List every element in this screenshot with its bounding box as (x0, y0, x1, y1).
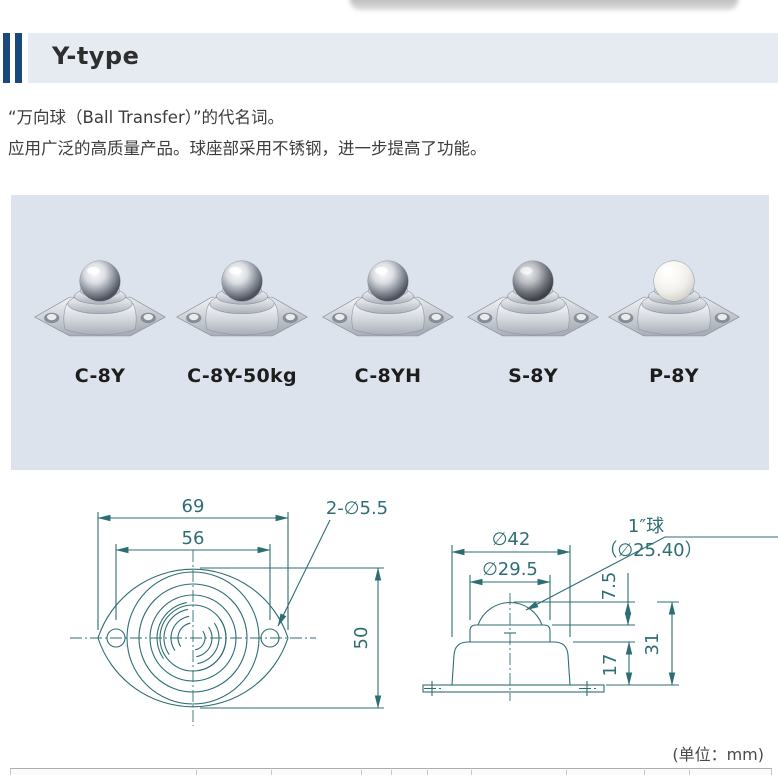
intro-line-1: “万向球（Ball Transfer）”的代名词。 (8, 108, 285, 127)
top-view-drawing: 69 56 2-∅5.5 50 (70, 496, 388, 726)
product-item: C-8Y (29, 247, 171, 387)
dim-dia-outer: ∅42 (492, 529, 531, 550)
ball-transfer-illustration (467, 260, 599, 337)
product-model-label: C-8YH (354, 365, 422, 387)
product-model-label: C-8Y-50kg (187, 365, 297, 387)
ball-transfer-unit-image (462, 247, 604, 357)
dim-height: 50 (351, 627, 372, 650)
dim-total-height: 31 (642, 633, 663, 656)
dim-protrusion: 7.5 (599, 572, 620, 601)
page-title: Y-type (52, 42, 140, 70)
table-column-divider (391, 770, 392, 775)
ball-transfer-unit-image (171, 247, 313, 357)
dim-dia-seat: ∅29.5 (482, 559, 538, 580)
intro-line-2: 应用广泛的高质量产品。球座部采用不锈钢，进一步提高了功能。 (8, 139, 487, 158)
ball-transfer-illustration (176, 260, 308, 337)
ball-transfer-unit-image (603, 247, 745, 357)
dim-width-outer: 69 (182, 496, 205, 517)
dim-holes-span: 56 (182, 528, 205, 549)
ball-transfer-illustration (608, 260, 740, 337)
product-item: S-8Y (462, 247, 604, 387)
scrolled-element-shadow (350, 0, 738, 10)
product-item: P-8Y (603, 247, 745, 387)
table-column-divider (471, 770, 472, 775)
table-column-divider (689, 770, 690, 775)
table-column-divider (361, 770, 362, 775)
product-model-label: C-8Y (74, 365, 126, 387)
intro-text: “万向球（Ball Transfer）”的代名词。 应用广泛的高质量产品。球座部… (8, 102, 748, 164)
side-view-drawing: ∅42 ∅29.5 1″球 （∅25.40） 7.5 17 31 (422, 516, 778, 701)
dim-body-height: 17 (600, 654, 621, 677)
ball-transfer-illustration (34, 260, 166, 337)
table-column-divider (427, 770, 428, 775)
table-column-divider (271, 770, 272, 775)
ball-transfer-unit-image (317, 247, 459, 357)
ball-dia-label: （∅25.40） (599, 540, 702, 561)
product-item: C-8Y-50kg (171, 247, 313, 387)
unit-note: (单位：mm) (672, 745, 764, 764)
ball-transfer-unit-image (29, 247, 171, 357)
spec-table-top-edge (10, 768, 772, 775)
header-accent-bar (3, 33, 10, 83)
header-background (28, 33, 778, 83)
dim-holes-note: 2-∅5.5 (326, 498, 388, 519)
table-column-divider (196, 770, 197, 775)
section-header: Y-type (0, 33, 778, 83)
product-model-label: P-8Y (649, 365, 699, 387)
table-column-divider (644, 770, 645, 775)
ball-transfer-illustration (322, 260, 454, 337)
ball-size-label: 1″球 (628, 516, 664, 537)
product-model-label: S-8Y (508, 365, 558, 387)
table-column-divider (566, 770, 567, 775)
product-gallery-panel: C-8Y C-8Y-50kg (11, 195, 769, 470)
product-item: C-8YH (317, 247, 459, 387)
header-accent-bar (15, 33, 22, 83)
